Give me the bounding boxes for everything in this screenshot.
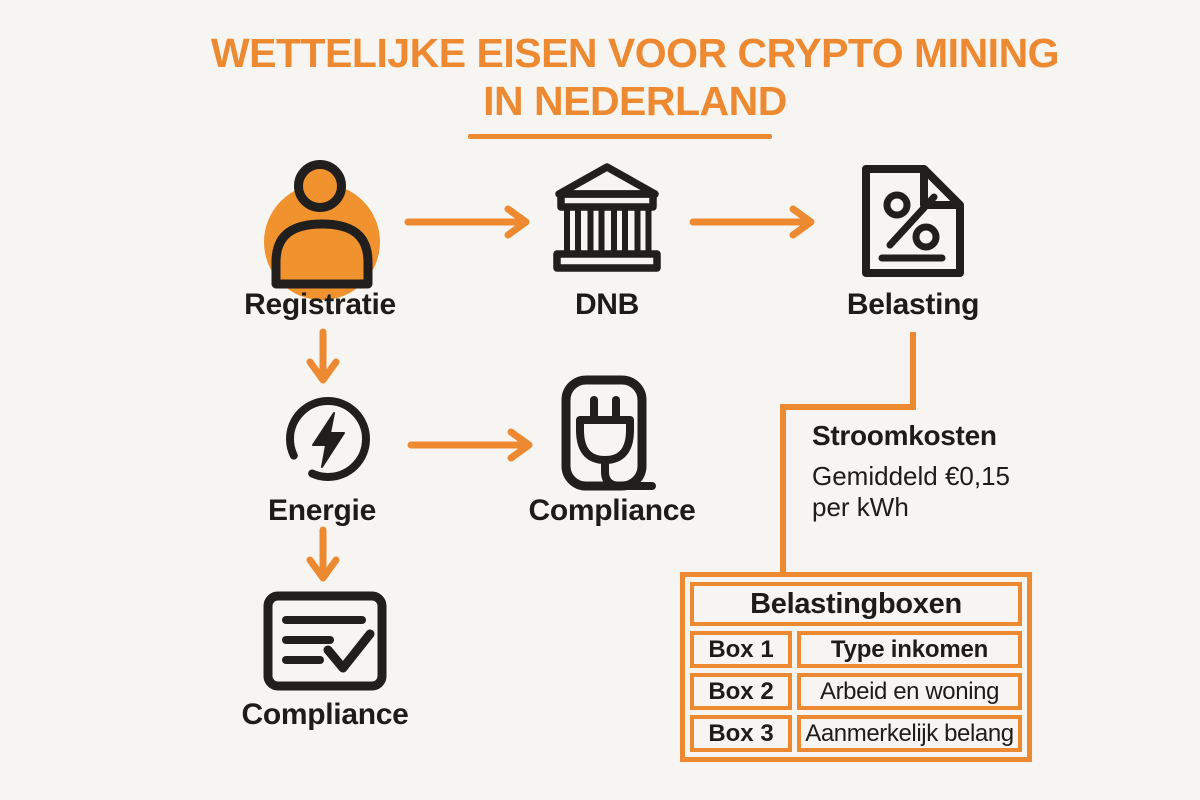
person-icon <box>260 158 384 304</box>
stroomkosten-title: Stroomkosten <box>812 420 997 451</box>
arrow-right-dnb-belasting-icon <box>689 204 820 240</box>
label-dnb: DNB <box>574 288 640 321</box>
table-row-1-box: Box 1 <box>690 631 792 668</box>
belastingboxen-table: Belastingboxen Box 1 Type inkomen Box 2 … <box>680 572 1032 762</box>
table-row-2-box: Box 2 <box>690 673 792 710</box>
label-compliance-energy: Compliance <box>528 494 696 527</box>
page-title-line2: IN NEDERLAND <box>483 77 787 124</box>
stroomkosten-annotation: Stroomkosten Gemiddeld €0,15 per kWh <box>812 420 1042 522</box>
power-plug-icon <box>556 374 668 492</box>
arrow-right-energie-compliance-icon <box>407 427 538 463</box>
stroomkosten-line2: per kWh <box>812 491 909 522</box>
arrow-down-registratie-energie-icon <box>305 328 341 385</box>
arrow-down-energie-compliance-icon <box>305 526 341 583</box>
lightning-circle-icon <box>282 391 374 487</box>
label-registratie: Registratie <box>244 288 396 321</box>
label-compliance-final: Compliance <box>241 698 409 731</box>
arrow-right-registratie-dnb-icon <box>404 204 535 240</box>
page-title: WETTELIJKE EISEN VOOR CRYPTO MINING IN N… <box>0 30 1200 126</box>
table-row-3-box: Box 3 <box>690 715 792 752</box>
page-title-line1: WETTELIJKE EISEN VOOR CRYPTO MINING <box>210 30 1060 76</box>
table-row-3-value: Aanmerkelijk belang <box>797 715 1022 752</box>
table-title: Belastingboxen <box>690 582 1022 626</box>
bank-icon <box>551 160 663 278</box>
label-belasting: Belasting <box>846 288 980 321</box>
tax-percent-document-icon <box>860 159 966 279</box>
checklist-icon <box>262 590 388 692</box>
connector-belasting-table <box>770 324 930 582</box>
stroomkosten-line1: Gemiddeld €0,15 <box>812 461 1011 491</box>
title-underline <box>468 134 772 139</box>
table-row-2-value: Arbeid en woning <box>797 673 1022 710</box>
table-row-1-value: Type inkomen <box>797 631 1022 668</box>
label-energie: Energie <box>268 494 376 527</box>
